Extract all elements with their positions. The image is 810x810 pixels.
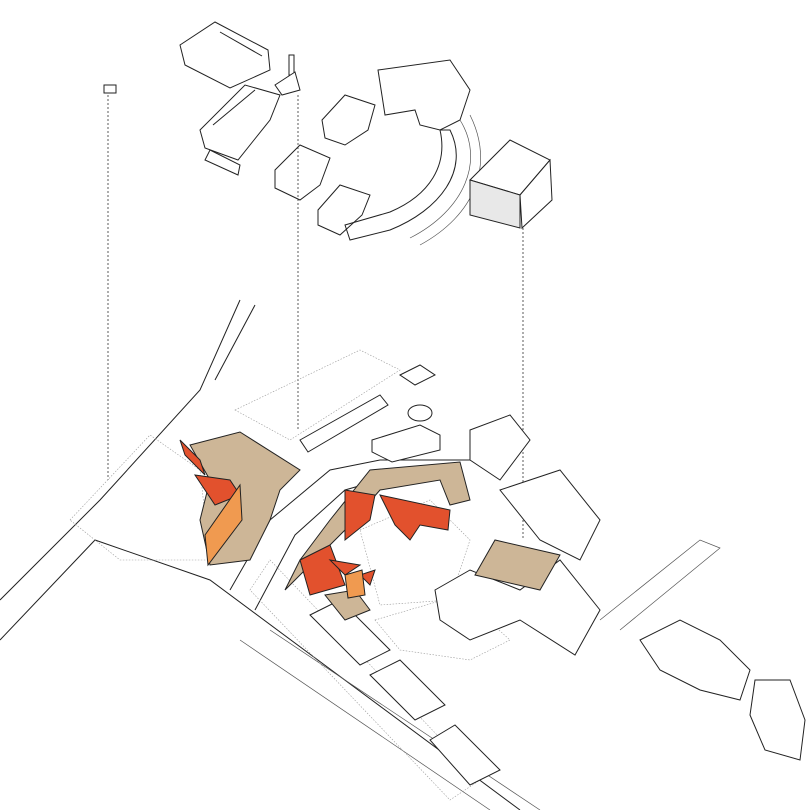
building-cluster-left <box>179 21 301 176</box>
ground-plane <box>474 539 561 591</box>
ring-building <box>344 59 481 246</box>
exploded-buildings <box>103 21 553 246</box>
facade-red <box>379 494 451 541</box>
facades-orange <box>204 483 366 599</box>
facade-red <box>179 439 206 476</box>
building-cluster-middle <box>274 94 376 236</box>
facade-red <box>299 544 346 596</box>
facade-red <box>344 489 376 542</box>
ground-plane <box>284 461 471 591</box>
facade-red <box>359 569 376 586</box>
facade-orange <box>204 483 243 567</box>
site-plan <box>0 299 806 810</box>
ground-plane-center <box>284 461 471 621</box>
facade-red <box>328 559 362 576</box>
ground-plane <box>324 589 371 621</box>
small-element-left <box>103 84 117 94</box>
facade-orange <box>344 569 366 599</box>
facades-red <box>179 439 451 596</box>
facade-red <box>193 474 241 506</box>
ground-plane-right <box>474 539 561 591</box>
building-block-right <box>469 139 553 230</box>
tree-rows-upper <box>234 349 401 441</box>
